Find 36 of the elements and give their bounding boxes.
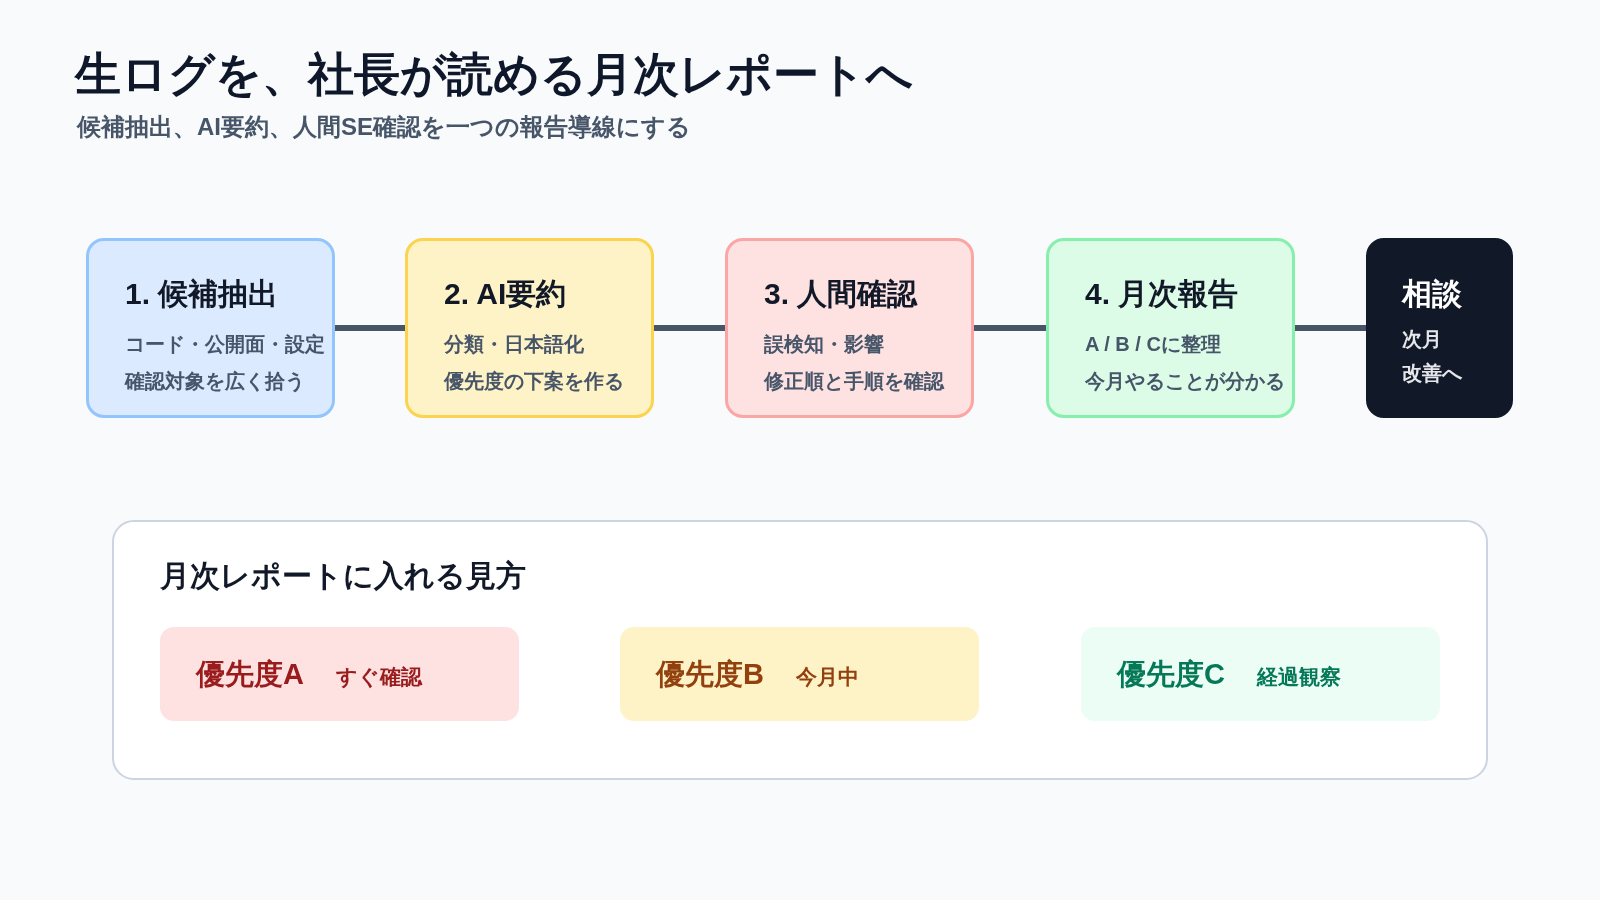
card-panel [112, 520, 1488, 780]
box-text: 改善へ [1402, 361, 1463, 386]
box-text: 確認対象を広く拾う [125, 369, 306, 394]
priority-box [160, 627, 519, 721]
connector-line [335, 325, 405, 331]
priority-label: 優先度B [656, 657, 764, 691]
box-heading: 3. 人間確認 [764, 276, 919, 312]
box-text: 分類・日本語化 [444, 332, 585, 357]
title: 生ログを、社長が読める月次レポートへ [75, 47, 913, 102]
priority-label: 優先度A [196, 657, 304, 691]
box-text: 今月やることが分かる [1085, 369, 1286, 394]
box-text: 誤検知・影響 [764, 332, 885, 357]
connector-line [974, 325, 1046, 331]
priority-note: 今月中 [795, 664, 859, 690]
priority-label: 優先度C [1117, 657, 1225, 691]
process-box [1046, 238, 1295, 418]
box-text: コード・公開面・設定 [125, 332, 326, 357]
process-box [1366, 238, 1513, 418]
connector-line [1295, 325, 1366, 331]
process-box [86, 238, 335, 418]
process-box [405, 238, 654, 418]
box-heading: 1. 候補抽出 [125, 276, 280, 312]
subtitle: 候補抽出、AI要約、人間SE確認を一つの報告導線にする [77, 112, 691, 142]
priority-note: すぐ確認 [335, 664, 422, 690]
box-heading: 4. 月次報告 [1085, 276, 1240, 312]
panel-heading: 月次レポートに入れる見方 [160, 558, 526, 594]
priority-note: 経過観察 [1256, 664, 1341, 690]
box-text: 次月 [1402, 327, 1443, 352]
priority-box [620, 627, 979, 721]
box-text: A / B / Cに整理 [1085, 332, 1222, 357]
box-text: 優先度の下案を作る [444, 369, 625, 394]
process-box [725, 238, 974, 418]
connector-line [654, 325, 725, 331]
box-heading: 2. AI要約 [444, 276, 568, 312]
box-heading: 相談 [1402, 276, 1463, 312]
box-text: 修正順と手順を確認 [764, 369, 946, 394]
